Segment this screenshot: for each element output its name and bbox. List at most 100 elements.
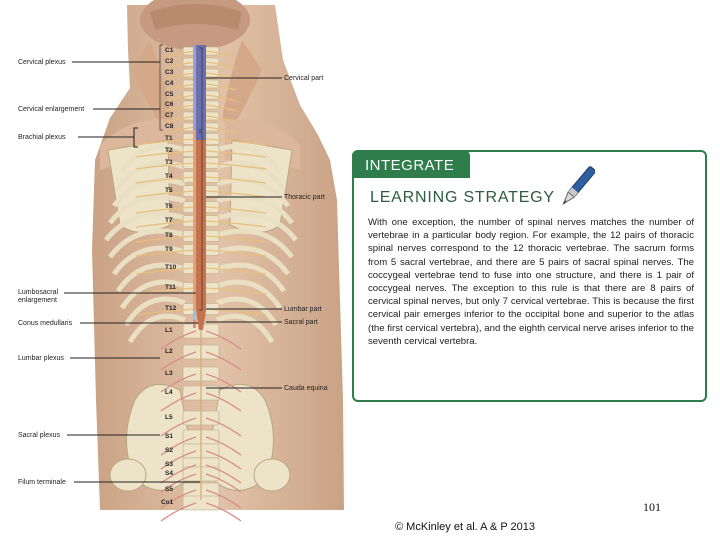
spinal-nerve-l4-left bbox=[160, 392, 197, 412]
spinal-nerve-s1-left bbox=[160, 436, 197, 456]
spinal-nerve-s4-left bbox=[160, 473, 197, 493]
spinal-nerve-t7-right bbox=[205, 220, 267, 228]
segment-label-t6: T6 bbox=[165, 203, 173, 210]
spinal-nerve-c8-right bbox=[205, 126, 237, 134]
spinal-nerve-c4-right bbox=[205, 83, 237, 91]
spinal-nerve-s3-right bbox=[205, 464, 242, 484]
segment-brackets bbox=[159, 44, 203, 311]
label-lumbar-part: Lumbar part bbox=[284, 306, 322, 313]
integrate-tab bbox=[352, 150, 470, 178]
label-brachial-plexus: Brachial plexus bbox=[18, 134, 66, 141]
spinal-nerve-t3-left bbox=[135, 162, 197, 170]
segment-label-s4: S4 bbox=[165, 470, 173, 477]
rib-5-right bbox=[216, 211, 298, 242]
spinal-nerve-s3-left bbox=[160, 464, 197, 484]
spinal-nerve-s5-left bbox=[160, 489, 197, 509]
label-sacral-plexus: Sacral plexus bbox=[18, 432, 61, 439]
spinal-nerve-l4-right bbox=[205, 392, 242, 412]
rib-1-right bbox=[216, 143, 283, 174]
rib-8-right bbox=[216, 262, 287, 293]
segment-label-c1: C1 bbox=[165, 47, 174, 54]
segment-label-s3: S3 bbox=[165, 461, 173, 468]
spinal-cord bbox=[196, 45, 206, 500]
segment-label-t7: T7 bbox=[165, 217, 173, 224]
spinal-nerve-t9-right bbox=[205, 249, 267, 257]
rib-3-right bbox=[216, 177, 291, 208]
label-cauda-equina: Cauda equina bbox=[284, 385, 328, 392]
rib-3-left bbox=[111, 177, 186, 208]
spinal-nerve-t6-right bbox=[205, 206, 267, 214]
region-bars bbox=[193, 45, 196, 328]
spinal-nerve-t9-left bbox=[135, 249, 197, 257]
spinal-nerve-c6-right bbox=[205, 104, 237, 112]
rib-4-right bbox=[216, 194, 294, 225]
label-thoracic-part: Thoracic part bbox=[284, 194, 325, 201]
spinal-nerve-s2-left bbox=[160, 450, 197, 470]
rib-7-left bbox=[111, 245, 186, 276]
segment-label-s2: S2 bbox=[165, 447, 173, 454]
rib-11-right bbox=[216, 313, 275, 344]
learning-strategy-panel bbox=[352, 150, 707, 402]
segment-label-t10: T10 bbox=[165, 264, 177, 271]
segment-label-l2: L2 bbox=[165, 348, 173, 355]
rib-10-left bbox=[123, 296, 186, 327]
spinal-nerve-t2-right bbox=[205, 150, 267, 158]
label-sacral-part: Sacral part bbox=[284, 319, 318, 326]
rib-7-right bbox=[216, 245, 291, 276]
spinal-nerve-s4-right bbox=[205, 473, 242, 493]
spinal-nerve-l3-left bbox=[160, 373, 197, 393]
integrate-tab-label: INTEGRATE bbox=[365, 157, 455, 174]
rib-11-left bbox=[127, 313, 186, 344]
segment-label-s5: S5 bbox=[165, 486, 173, 493]
segment-label-c4: C4 bbox=[165, 80, 174, 87]
label-cervical-enlargement: Cervical enlargement bbox=[18, 106, 85, 113]
learning-strategy-title: LEARNING STRATEGY bbox=[370, 189, 555, 206]
segment-label-s1: S1 bbox=[165, 433, 173, 440]
segment-label-c6: C6 bbox=[165, 101, 174, 108]
spinal-nerve-c5-right bbox=[205, 94, 237, 102]
spinal-nerve-l5-left bbox=[160, 417, 197, 437]
label-cervical-part: Cervical part bbox=[284, 75, 324, 82]
label-lumbosacral-enlargement: Lumbosacral enlargement bbox=[18, 289, 59, 304]
label-conus-medullaris: Conus medullaris bbox=[18, 320, 73, 327]
spinal-nerve-t1-left bbox=[135, 138, 197, 146]
spinal-nerve-t3-right bbox=[205, 162, 267, 170]
spinal-nerve-t8-left bbox=[135, 235, 197, 243]
rib-9-left bbox=[119, 279, 186, 310]
spinal-nerve-t4-left bbox=[135, 176, 197, 184]
segment-label-c2: C2 bbox=[165, 58, 174, 65]
segment-label-c8: C8 bbox=[165, 123, 174, 130]
spinal-nerve-c7-right bbox=[205, 115, 237, 123]
rib-6-right bbox=[216, 228, 294, 259]
segment-label-t1: T1 bbox=[165, 135, 173, 142]
spinal-nerve-s2-right bbox=[205, 450, 242, 470]
page-number: 101 bbox=[643, 500, 661, 514]
spinal-nerve-t12-left bbox=[135, 308, 197, 316]
spinal-nerve-l1-left bbox=[160, 330, 197, 350]
segment-label-l1: L1 bbox=[165, 327, 173, 334]
spinal-nerve-l2-left bbox=[160, 351, 197, 371]
spinal-nerve-t11-right bbox=[205, 287, 267, 295]
spinal-nerve-l5-right bbox=[205, 417, 242, 437]
spinal-nerve-t10-left bbox=[135, 267, 197, 275]
rib-cage bbox=[104, 143, 298, 344]
segment-label-t4: T4 bbox=[165, 173, 173, 180]
spinal-nerve-t7-left bbox=[135, 220, 197, 228]
segment-label-l3: L3 bbox=[165, 370, 173, 377]
spinal-nerve-t1-right bbox=[205, 138, 267, 146]
segment-label-t2: T2 bbox=[165, 147, 173, 154]
segment-label-c7: C7 bbox=[165, 112, 174, 119]
spinal-nerve-l1-right bbox=[205, 330, 242, 350]
rib-4-left bbox=[108, 194, 186, 225]
rib-6-left bbox=[108, 228, 186, 259]
spinal-nerve-t10-right bbox=[205, 267, 267, 275]
spinal-nerve-s1-right bbox=[205, 436, 242, 456]
segment-label-t11: T11 bbox=[165, 284, 176, 291]
segment-label-c5: C5 bbox=[165, 91, 174, 98]
spinal-nerve-co1-left bbox=[160, 502, 197, 522]
segment-label-t9: T9 bbox=[165, 246, 173, 253]
rib-9-right bbox=[216, 279, 283, 310]
segment-label-l5: L5 bbox=[165, 414, 173, 421]
segment-label-t3: T3 bbox=[165, 159, 173, 166]
